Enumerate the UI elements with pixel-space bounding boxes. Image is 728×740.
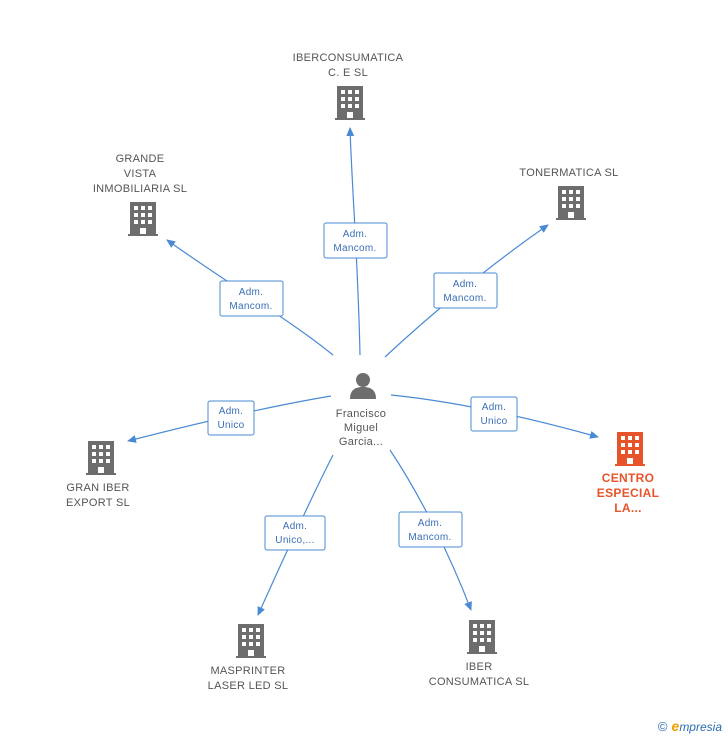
company-name-line-1: IBERCONSUMATICA [293, 52, 404, 64]
relation-label-line-1: Adm. [482, 402, 507, 413]
building-icon [615, 432, 645, 466]
relation-label-line-2: Mancom. [333, 243, 376, 254]
relation-label-iber-consumatica[interactable]: Adm. Mancom. [398, 511, 463, 548]
relation-label-iberconsumatica-ce[interactable]: Adm. Mancom. [323, 222, 388, 259]
person-name-line-2: Miguel [344, 422, 378, 434]
building-icon [236, 624, 266, 658]
company-name-line-2: EXPORT SL [66, 497, 130, 509]
company-name-line-2: LASER LED SL [208, 680, 289, 692]
relation-label-line-1: Adm. [343, 229, 368, 240]
company-node-centro-especial[interactable]: CENTRO ESPECIAL LA... [597, 432, 659, 515]
company-name-line-1: TONERMATICA SL [519, 167, 618, 179]
company-name-line-1: GRANDE [116, 153, 165, 165]
relation-label-line-2: Unico [480, 416, 507, 427]
building-icon [128, 202, 158, 236]
relation-label-centro-especial[interactable]: Adm. Unico [470, 396, 518, 432]
relation-label-line-2: Mancom. [229, 301, 272, 312]
relation-label-line-2: Unico [217, 420, 244, 431]
relation-label-line-1: Adm. [283, 521, 308, 532]
company-name-line-2: CONSUMATICA SL [429, 676, 530, 688]
person-name-line-1: Francisco [336, 408, 386, 420]
company-name-line-1: MASPRINTER [210, 665, 285, 677]
building-icon [335, 86, 365, 120]
relation-label-line-1: Adm. [239, 287, 264, 298]
company-node-grande-vista[interactable]: GRANDE VISTA INMOBILIARIA SL [93, 153, 187, 236]
brand-logo: empresia [671, 718, 722, 734]
relation-labels: Adm. Mancom. Adm. Mancom. Adm. Mancom. A… [207, 222, 518, 551]
person-icon [350, 373, 376, 399]
company-node-iberconsumatica-ce[interactable]: IBERCONSUMATICA C. E SL [293, 52, 404, 120]
relation-label-grande-vista[interactable]: Adm. Mancom. [219, 280, 284, 317]
building-icon [467, 620, 497, 654]
building-icon [556, 186, 586, 220]
company-name-line-2: VISTA [124, 168, 157, 180]
relation-label-line-1: Adm. [219, 406, 244, 417]
relation-label-gran-iber[interactable]: Adm. Unico [207, 400, 255, 436]
building-icon [86, 441, 116, 475]
relation-label-line-1: Adm. [453, 279, 478, 290]
person-node[interactable]: Francisco Miguel Garcia... [336, 373, 386, 448]
company-name-line-1: IBER [466, 661, 493, 673]
company-name-line-3: INMOBILIARIA SL [93, 183, 187, 195]
company-node-tonermatica[interactable]: TONERMATICA SL [519, 167, 618, 220]
edges-group [127, 127, 599, 616]
relation-label-tonermatica[interactable]: Adm. Mancom. [433, 272, 498, 309]
company-name-line-1: CENTRO [602, 471, 654, 485]
company-name-line-1: GRAN IBER [66, 482, 129, 494]
company-node-iber-consumatica[interactable]: IBER CONSUMATICA SL [429, 620, 530, 688]
relation-label-line-1: Adm. [418, 518, 443, 529]
relation-label-line-2: Mancom. [408, 532, 451, 543]
company-name-line-2: C. E SL [328, 67, 368, 79]
relation-label-line-2: Mancom. [443, 293, 486, 304]
company-node-gran-iber[interactable]: GRAN IBER EXPORT SL [66, 441, 130, 509]
company-name-line-2: ESPECIAL [597, 486, 659, 500]
company-name-line-3: LA... [614, 501, 642, 515]
relation-label-masprinter[interactable]: Adm. Unico,... [264, 515, 326, 551]
person-name-line-3: Garcia... [339, 436, 383, 448]
relation-label-line-2: Unico,... [275, 535, 314, 546]
company-node-masprinter[interactable]: MASPRINTER LASER LED SL [208, 624, 289, 692]
copyright-icon: © [657, 718, 668, 734]
watermark: © empresia [658, 718, 722, 734]
